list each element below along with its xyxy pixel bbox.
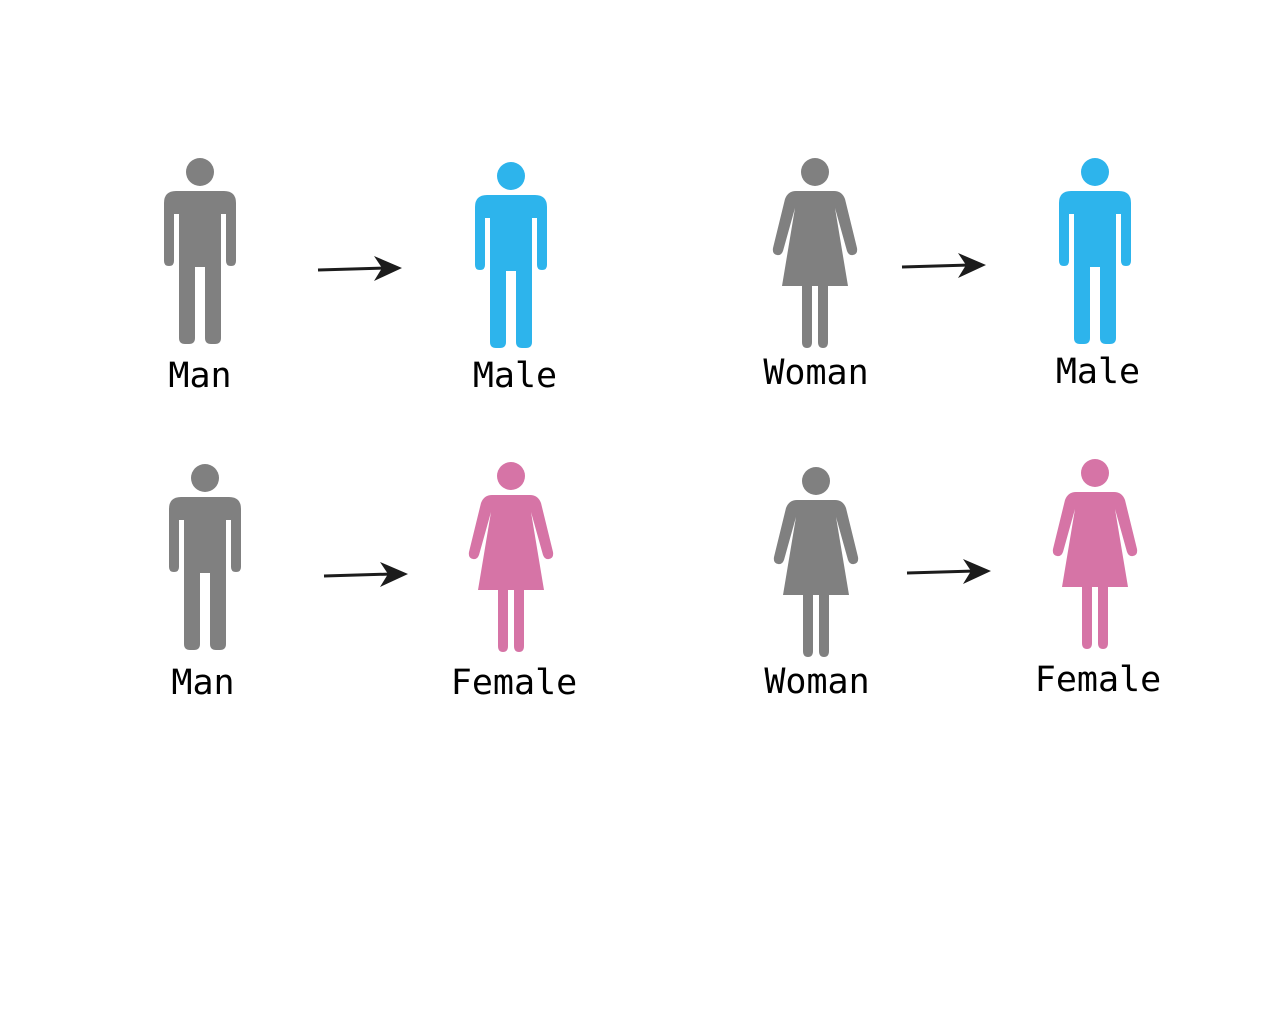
woman-icon: [772, 158, 858, 348]
arrow-right-icon: [900, 252, 988, 280]
to-label-male: Male: [472, 356, 558, 396]
female-icon: [1052, 459, 1138, 649]
man-icon: [169, 464, 241, 650]
male-icon: [1059, 158, 1131, 344]
from-label-man: Man: [171, 663, 235, 703]
arrow-right-icon: [322, 561, 410, 589]
from-label-woman: Woman: [763, 353, 869, 393]
woman-icon: [773, 467, 859, 657]
arrow-right-icon: [905, 558, 993, 586]
to-label-male: Male: [1055, 352, 1141, 392]
male-icon: [475, 162, 547, 348]
arrow-right-icon: [316, 255, 404, 283]
man-icon: [164, 158, 236, 344]
to-label-female: Female: [450, 663, 578, 703]
to-label-female: Female: [1034, 660, 1162, 700]
from-label-woman: Woman: [764, 662, 870, 702]
from-label-man: Man: [168, 356, 232, 396]
female-icon: [468, 462, 554, 652]
